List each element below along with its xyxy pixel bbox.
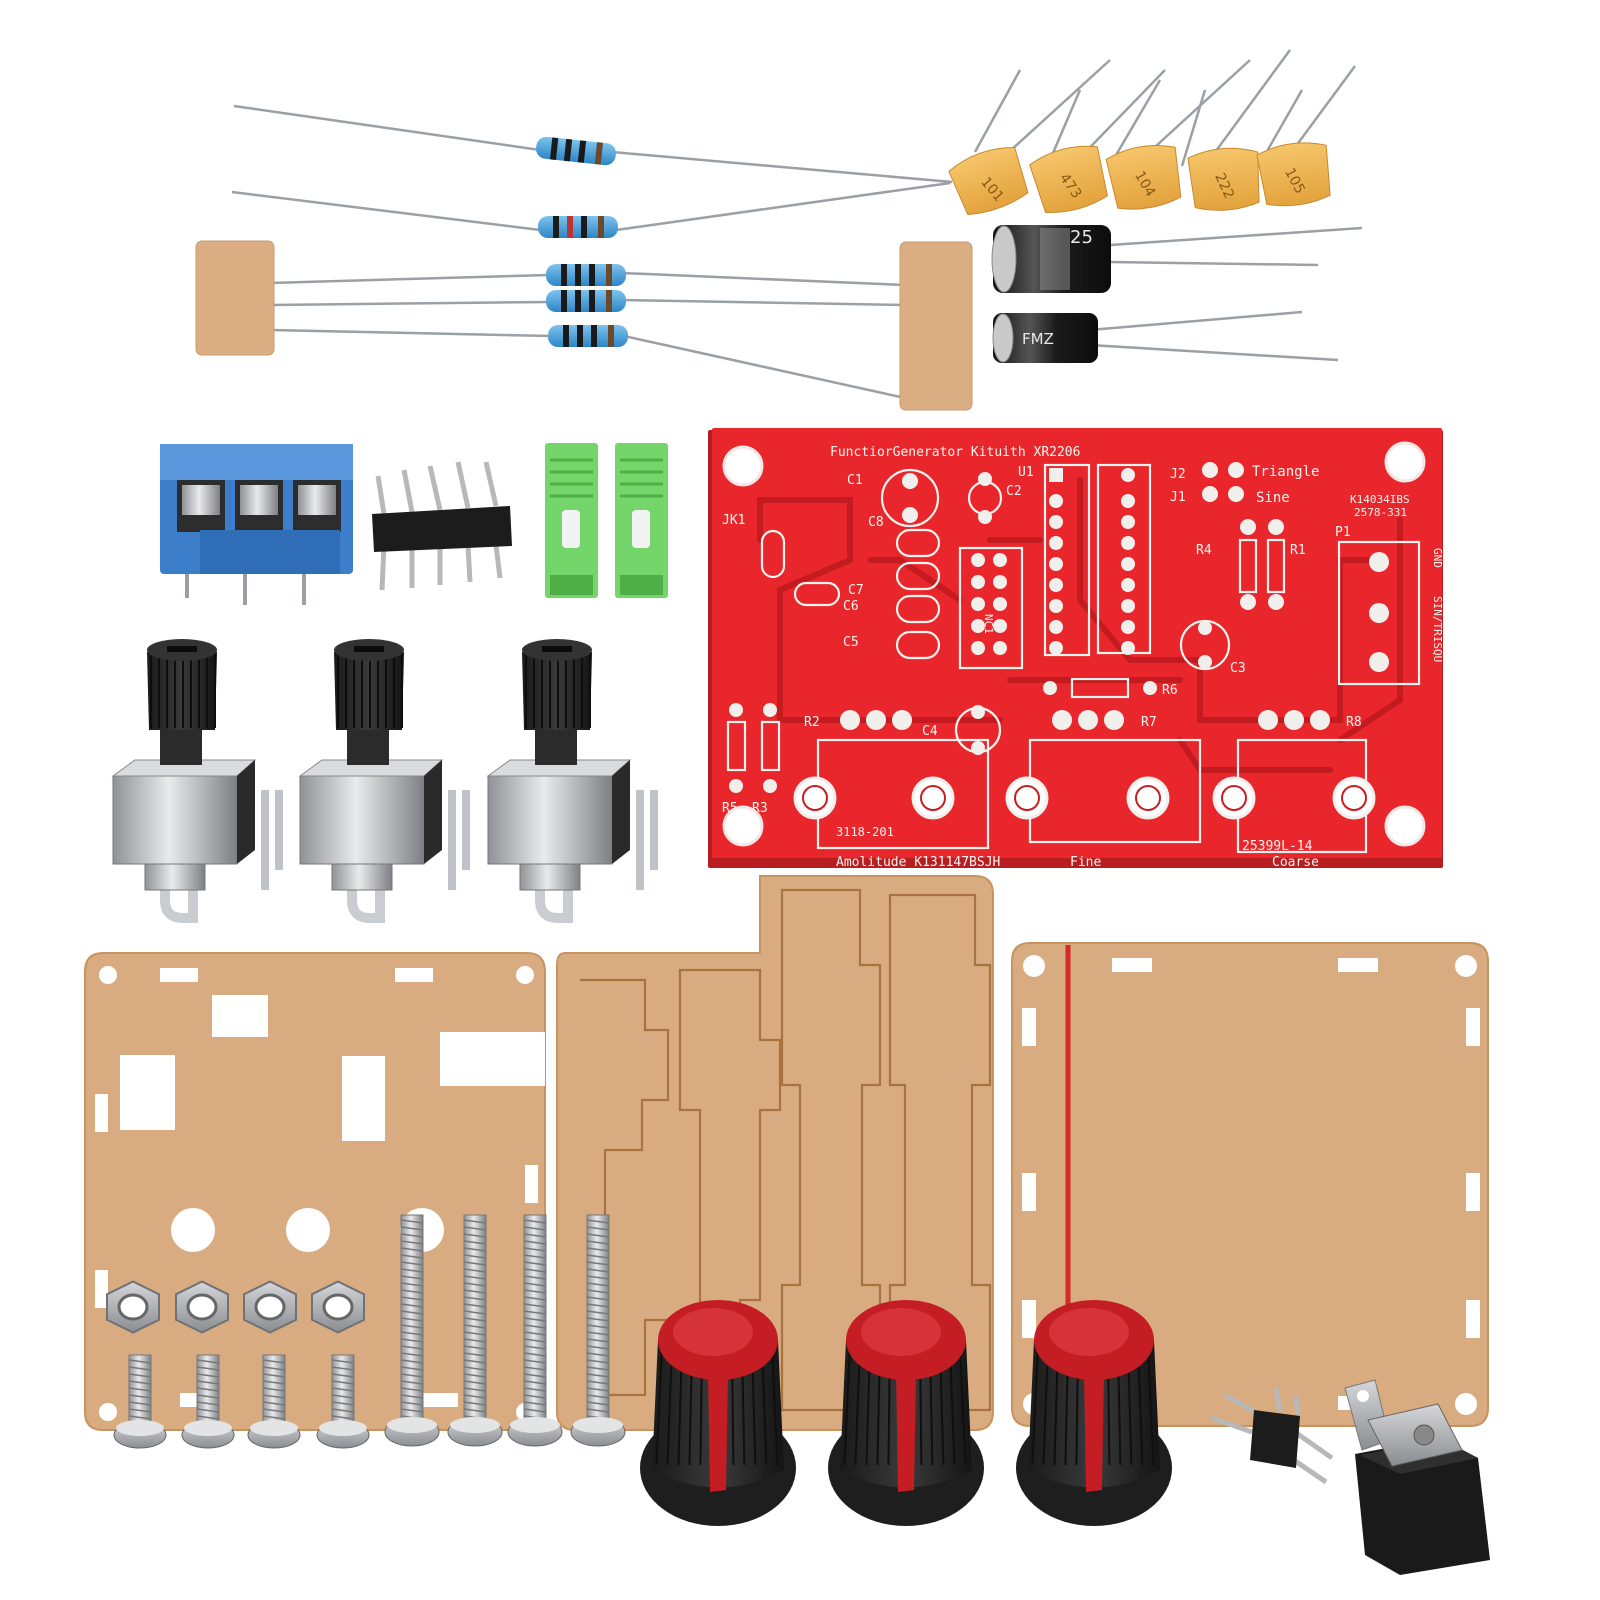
terminal-screw [235,480,283,532]
potentiometer [298,639,470,923]
pcb-pot3-code: 25399L-14 [1242,839,1313,854]
ceramic-capacitor-group: 101 473 104 222 105 [948,49,1357,216]
ceramic-capacitor: 105 [1256,142,1331,207]
pcb-title: FunctiorGenerator Kituith XR2206 [830,445,1080,460]
pcb-label-r3: R3 [752,801,768,816]
ceramic-capacitor: 473 [1029,145,1108,213]
pcb-label-c4: C4 [922,724,938,739]
short-screw [113,1354,167,1449]
electrolytic-capacitor-small: FMZ [992,313,1098,363]
pcb-label-c8: C8 [868,515,884,530]
long-bolt [447,1214,503,1447]
pcb-pot1-code: 3118-201 [836,825,894,839]
pcb-batch-1: K14034IBS [1350,493,1410,506]
pcb-label-p1: P1 [1335,525,1351,540]
pcb-label-c7: C7 [848,583,864,598]
hex-nut [311,1280,365,1334]
resistor [546,290,626,312]
pcb-label-gnd: GND [1431,548,1444,568]
pcb-label-r1: R1 [1290,543,1306,558]
potentiometer [111,639,283,923]
long-bolt [570,1214,626,1447]
pcb-label-r6: R6 [1162,683,1178,698]
control-knob [640,1300,796,1526]
terminal-screw [177,480,225,532]
pcb-label-fine: Fine [1070,855,1101,870]
hardware-group [106,1214,626,1449]
knob-group [640,1300,1172,1526]
pcb-label-jk1: JK1 [722,513,745,528]
pcb-board: FunctiorGenerator Kituith XR2206 C1 U1 C… [708,428,1444,870]
pcb-label-c6: C6 [843,599,859,614]
pcb-label-r5: R5 [722,801,738,816]
capacitor-brand: FMZ [1022,330,1054,348]
acrylic-panel-side [556,875,994,1431]
resistor [538,216,618,238]
pcb-label-triangle: Triangle [1252,464,1319,480]
short-screw [247,1354,301,1449]
screw-terminal-block [160,444,353,605]
tape-strip-right [899,241,973,411]
hex-nut [175,1280,229,1334]
ceramic-capacitor: 101 [948,146,1029,216]
small-pin-header [1211,1387,1334,1485]
control-knob [1016,1300,1172,1526]
electrolytic-capacitor-group: 25 FMZ [991,225,1363,363]
pcb-label-nc1: NC1 [982,614,995,634]
resistor [536,136,616,166]
pcb-label-j1: J1 [1170,490,1186,505]
short-screw [316,1354,370,1449]
pcb-label-c3: C3 [1230,661,1246,676]
hex-nut [243,1280,297,1334]
short-screw [181,1354,235,1449]
electrolytic-capacitor-large: 25 [991,225,1111,293]
pcb-label-j2: J2 [1170,467,1186,482]
potentiometer-group [111,639,658,923]
long-bolt [384,1214,440,1447]
tape-strip-left [195,240,275,356]
pcb-label-r7: R7 [1141,715,1157,730]
hex-nut [106,1280,160,1334]
resistor-group [195,104,973,411]
potentiometer [486,639,658,923]
resistor [548,325,628,347]
ceramic-capacitor: 104 [1105,145,1182,210]
pcb-label-c5: C5 [843,635,859,650]
control-knob [828,1300,984,1526]
pcb-label-c1: C1 [847,473,863,488]
pcb-label-u1: U1 [1018,465,1034,480]
jumper-cap [545,443,598,598]
dc-power-jack [1344,1379,1490,1575]
pcb-label-sine: Sine [1256,490,1290,506]
ceramic-capacitor: 222 [1187,147,1260,211]
pcb-label-c2: C2 [1006,484,1022,499]
jumper-cap [615,443,668,598]
long-bolt [507,1214,563,1447]
pcb-label-output: SIN/TRISQU [1431,596,1444,662]
capacitor-voltage: 25 [1070,227,1093,248]
resistor [546,264,626,286]
terminal-screw [293,480,341,532]
pcb-label-amplitude: Amolitude K131147BSJH [836,855,1000,870]
pin-header [372,461,512,591]
pcb-label-r4: R4 [1196,543,1212,558]
pcb-label-coarse: Coarse [1272,855,1319,870]
pcb-label-r2: R2 [804,715,820,730]
pcb-batch-2: 2578-331 [1354,506,1407,519]
pcb-label-r8: R8 [1346,715,1362,730]
